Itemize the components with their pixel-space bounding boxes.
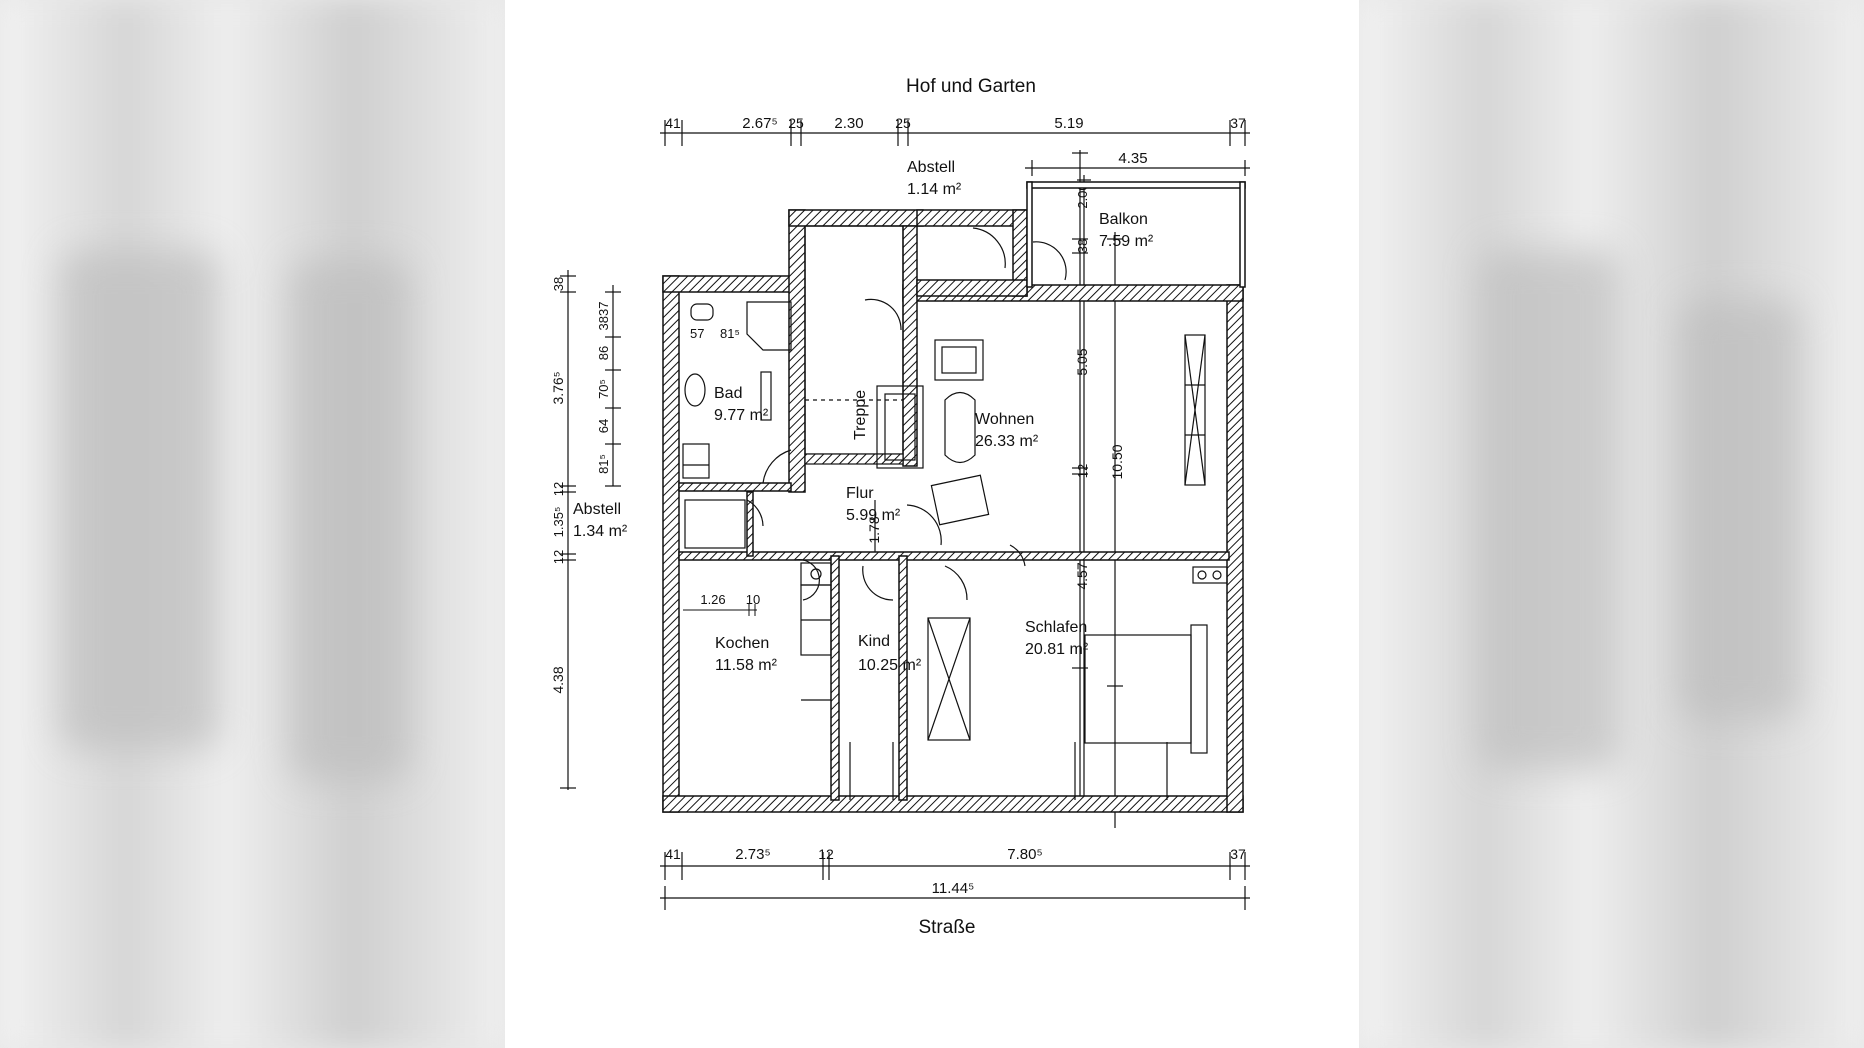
room-abstell-left-area: 1.34 m² (573, 523, 628, 540)
bad-fixtures (682, 301, 792, 484)
dim-left-3: 1.35⁵ (551, 507, 566, 538)
dim-bottom-0: 41 (665, 846, 681, 862)
room-flur-name: Flur (846, 485, 874, 502)
dim-top-3: 2.30 (834, 115, 863, 132)
room-flur-area: 5.99 m² (846, 507, 901, 524)
stair-details (804, 225, 904, 552)
dim-left-1: 3.76⁵ (550, 371, 566, 404)
dimension-right (1077, 175, 1091, 810)
dim-top-4: 25 (895, 115, 911, 131)
room-abstell-top-area: 1.14 m² (907, 181, 962, 198)
wohnen-furniture (864, 298, 1206, 567)
room-balkon-area: 7.59 m² (1099, 233, 1154, 250)
dim-left-4: 12 (551, 550, 566, 564)
dim-right-2: 5.05 (1074, 348, 1090, 375)
dim-top-2: 25 (788, 115, 804, 131)
dim-balkon-width: 4.35 (1118, 150, 1147, 167)
bad-dim-57: 57 (690, 326, 704, 341)
dim-right-4: 4.57 (1074, 562, 1090, 589)
dim-left-inner-1: 86 (596, 346, 611, 360)
dim-top-6: 37 (1230, 115, 1246, 131)
room-bad-area: 9.77 m² (714, 407, 769, 424)
room-kochen-area: 11.58 m² (715, 657, 778, 674)
dim-top-5: 5.19 (1054, 115, 1083, 132)
floor-plan-sheet (505, 0, 1359, 1048)
dimension-left-inner (605, 285, 621, 487)
dim-right-0: 2.00 (1075, 183, 1090, 208)
dim-left-2: 12 (551, 482, 566, 496)
floor-plan: Hof und Garten Straße 41 2.67⁵ 25 2.30 2… (550, 76, 1250, 938)
doors-top (972, 227, 1067, 281)
room-kind-area: 10.25 m² (858, 657, 922, 674)
kochen-fixtures (794, 559, 832, 701)
kochen-dim-1: 10 (746, 592, 760, 607)
dim-top-0: 41 (665, 115, 681, 131)
walls (662, 181, 1246, 813)
dim-left-0: 38 (551, 277, 566, 291)
dim-left-inner-4: 81⁵ (596, 454, 611, 474)
dim-bottom-1: 2.73⁵ (735, 846, 770, 863)
dim-bottom-3: 7.80⁵ (1007, 846, 1042, 863)
dim-total-height: 10.50 (1109, 444, 1125, 479)
kind-furniture (849, 565, 894, 800)
dim-left-inner-0: 3837 (596, 302, 611, 331)
room-wohnen-name: Wohnen (975, 411, 1034, 428)
room-abstell-top-name: Abstell (907, 159, 955, 176)
room-wohnen-area: 26.33 m² (975, 433, 1039, 450)
dim-total-width: 11.44⁵ (932, 880, 975, 897)
kochen-dim-0: 1.26 (700, 592, 725, 607)
room-balkon-name: Balkon (1099, 211, 1148, 228)
dim-right-3: 12 (1075, 464, 1090, 478)
room-abstell-left-name: Abstell (573, 501, 621, 518)
room-schlafen-area: 20.81 m² (1025, 641, 1089, 658)
dim-right-1: 38 (1075, 239, 1090, 253)
abstell-left-fixtures (684, 499, 764, 549)
dimension-bottom (660, 852, 1250, 910)
label-strasse: Straße (918, 917, 975, 938)
flur-dim: 1.78 (866, 516, 882, 543)
dim-bottom-2: 12 (818, 846, 834, 862)
room-treppe-name: Treppe (852, 390, 869, 440)
room-kind-name: Kind (858, 633, 890, 650)
room-bad-name: Bad (714, 385, 742, 402)
room-schlafen-name: Schlafen (1025, 619, 1087, 636)
dim-left-inner-2: 70⁵ (596, 379, 611, 399)
dim-left-inner-3: 64 (596, 419, 611, 433)
dimension-right-sheet (1072, 150, 1123, 828)
dimension-top (660, 120, 1250, 146)
dim-top-1: 2.67⁵ (742, 115, 777, 132)
bad-dim-815: 81⁵ (720, 326, 740, 341)
label-hof-und-garten: Hof und Garten (906, 76, 1036, 97)
room-kochen-name: Kochen (715, 635, 769, 652)
dim-left-5: 4.38 (550, 666, 566, 693)
dim-bottom-4: 37 (1230, 846, 1246, 862)
schlafen-furniture (927, 565, 1228, 800)
kochen-dim (683, 604, 757, 616)
dimension-left-outer (560, 270, 576, 790)
